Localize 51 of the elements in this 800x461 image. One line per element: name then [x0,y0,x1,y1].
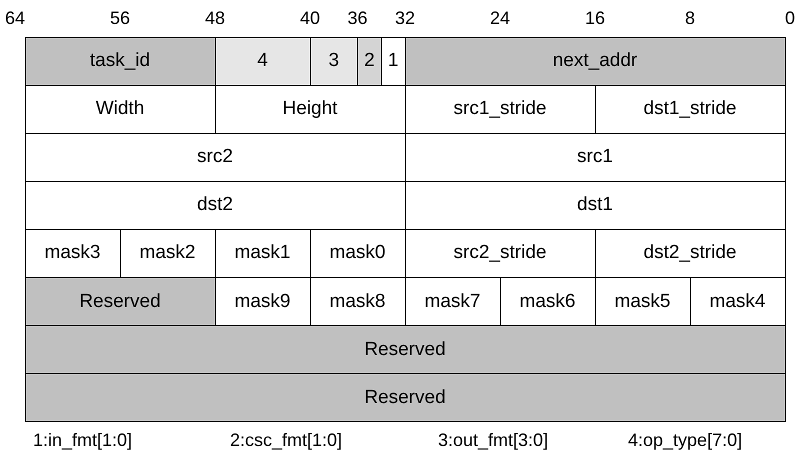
field-name: 4 [257,50,268,72]
field-name: mask0 [330,242,386,264]
bit-index: 0 [785,8,796,29]
field-name: mask8 [330,290,386,313]
field-name: Width [96,98,144,120]
field-name: mask9 [234,290,290,313]
field-name: 3 [328,50,340,72]
field-name: next_addr [552,50,638,72]
shaded-bit-field [24,373,786,422]
bit-index: 36 [348,8,368,29]
field-key-note: 3:out_fmt[3:0] [438,430,548,451]
shaded-bit-field [24,325,786,374]
shaded-bit-field [24,36,216,86]
field-name: 2 [364,50,375,72]
field-key-note: 2:csc_fmt[1:0] [230,430,342,451]
field-name: mask5 [614,290,670,313]
field-name: mask7 [424,290,480,313]
field-name: task_id [90,50,150,72]
bit-index: 24 [490,8,510,29]
bit-index: 8 [685,8,696,29]
shaded-bit-field [214,36,310,86]
field-name: mask2 [140,242,196,264]
field-name: src2_stride [454,242,546,264]
shaded-bit-field [404,36,786,86]
bit-index: 16 [585,8,606,29]
field-name: dst1 [577,194,613,216]
bit-index: 32 [395,8,416,29]
field-name: Height [282,98,338,120]
field-name: mask3 [44,242,100,264]
field-key-note: 1:in_fmt[1:0] [33,430,132,451]
bit-index: 56 [110,8,130,29]
shaded-bit-field [24,277,216,326]
field-name: Reserved [364,386,446,409]
field-name: src1_stride [454,98,546,120]
field-name: mask4 [710,290,766,313]
bit-index: 40 [300,8,320,29]
field-name: src2 [197,146,233,168]
field-name: dst2 [197,194,233,216]
field-key-note: 4:op_type[7:0] [628,430,742,451]
field-name: dst2_stride [644,242,736,264]
shaded-bit-field [357,36,382,86]
field-name: Reserved [79,290,161,313]
field-name: dst1_stride [644,98,736,120]
bit-index: 64 [5,8,26,29]
field-name: src1 [577,146,613,168]
field-name: mask1 [234,242,290,264]
bit-index: 48 [205,8,226,29]
shaded-bit-field [310,36,358,86]
field-name: 1 [388,50,398,72]
field-name: mask6 [520,290,576,313]
field-name: Reserved [364,338,446,361]
